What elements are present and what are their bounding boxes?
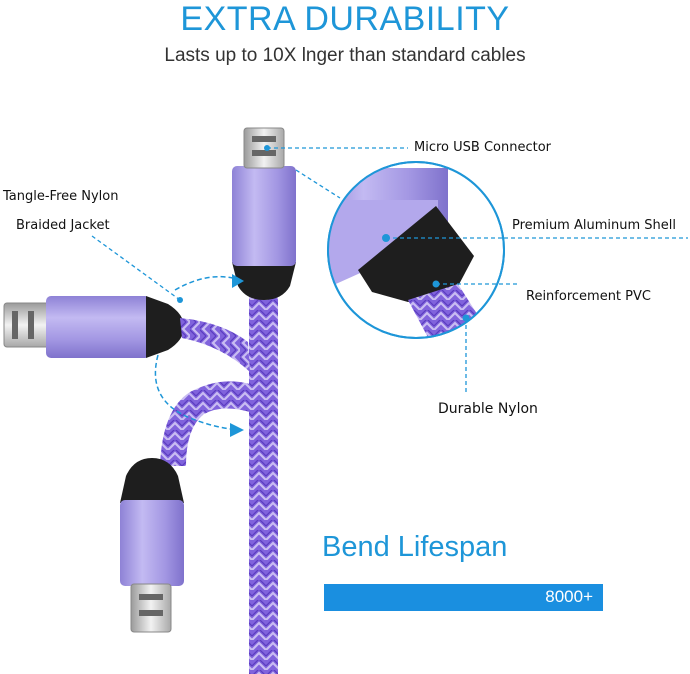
page-title: EXTRA DURABILITY — [180, 0, 510, 38]
bend-arrow-upper — [232, 274, 244, 288]
tangle-free-label-line2: Braided Jacket — [16, 218, 110, 233]
bend-lifespan-title: Bend Lifespan — [322, 531, 508, 563]
zoom-connector-line — [295, 169, 341, 199]
plug-slot — [28, 311, 34, 339]
bottom-connector-boot — [120, 458, 184, 503]
left-connector-boot — [146, 296, 184, 358]
durable-nylon-label: Durable Nylon — [438, 401, 538, 417]
micro-usb-label: Micro USB Connector — [414, 140, 551, 155]
bend-arc-upper — [174, 275, 241, 291]
tangle-free-label-line1: Tangle-Free Nylon — [3, 189, 119, 204]
left-connector-shell — [46, 296, 150, 358]
plug-slot — [139, 610, 163, 616]
left-micro-usb-plug — [3, 302, 51, 348]
plug-slot — [252, 150, 276, 156]
left-cable-braid — [180, 318, 250, 372]
tangle-pointer-dot — [177, 297, 183, 303]
nylon-pointer-dot — [462, 314, 470, 322]
loop-cable-braid — [160, 381, 250, 466]
bend-arc-lower — [154, 354, 241, 431]
bend-lifespan-value: 8000+ — [545, 587, 593, 606]
bend-arrow-lower — [230, 423, 244, 437]
top-connector-shell — [232, 166, 296, 266]
aluminum-shell-label: Premium Aluminum Shell — [512, 218, 676, 233]
zoom-detail — [327, 161, 505, 339]
bottom-micro-usb-plug — [130, 583, 172, 633]
tangle-pointer-line — [91, 235, 181, 301]
micro-usb-pointer-dot — [264, 145, 270, 151]
page-subtitle: Lasts up to 10X lnger than standard cabl… — [164, 45, 526, 66]
top-connector-boot — [232, 262, 296, 300]
plug-slot — [12, 311, 18, 339]
bottom-connector-shell — [120, 500, 184, 586]
plug-slot — [139, 594, 163, 600]
reinforcement-pvc-label: Reinforcement PVC — [526, 289, 651, 304]
aluminum-pointer-dot — [382, 234, 390, 242]
plug-slot — [252, 136, 276, 142]
pvc-pointer-dot — [432, 280, 440, 288]
main-cable-braid — [249, 296, 278, 674]
bend-lifespan-bar: 8000+ — [324, 584, 603, 611]
